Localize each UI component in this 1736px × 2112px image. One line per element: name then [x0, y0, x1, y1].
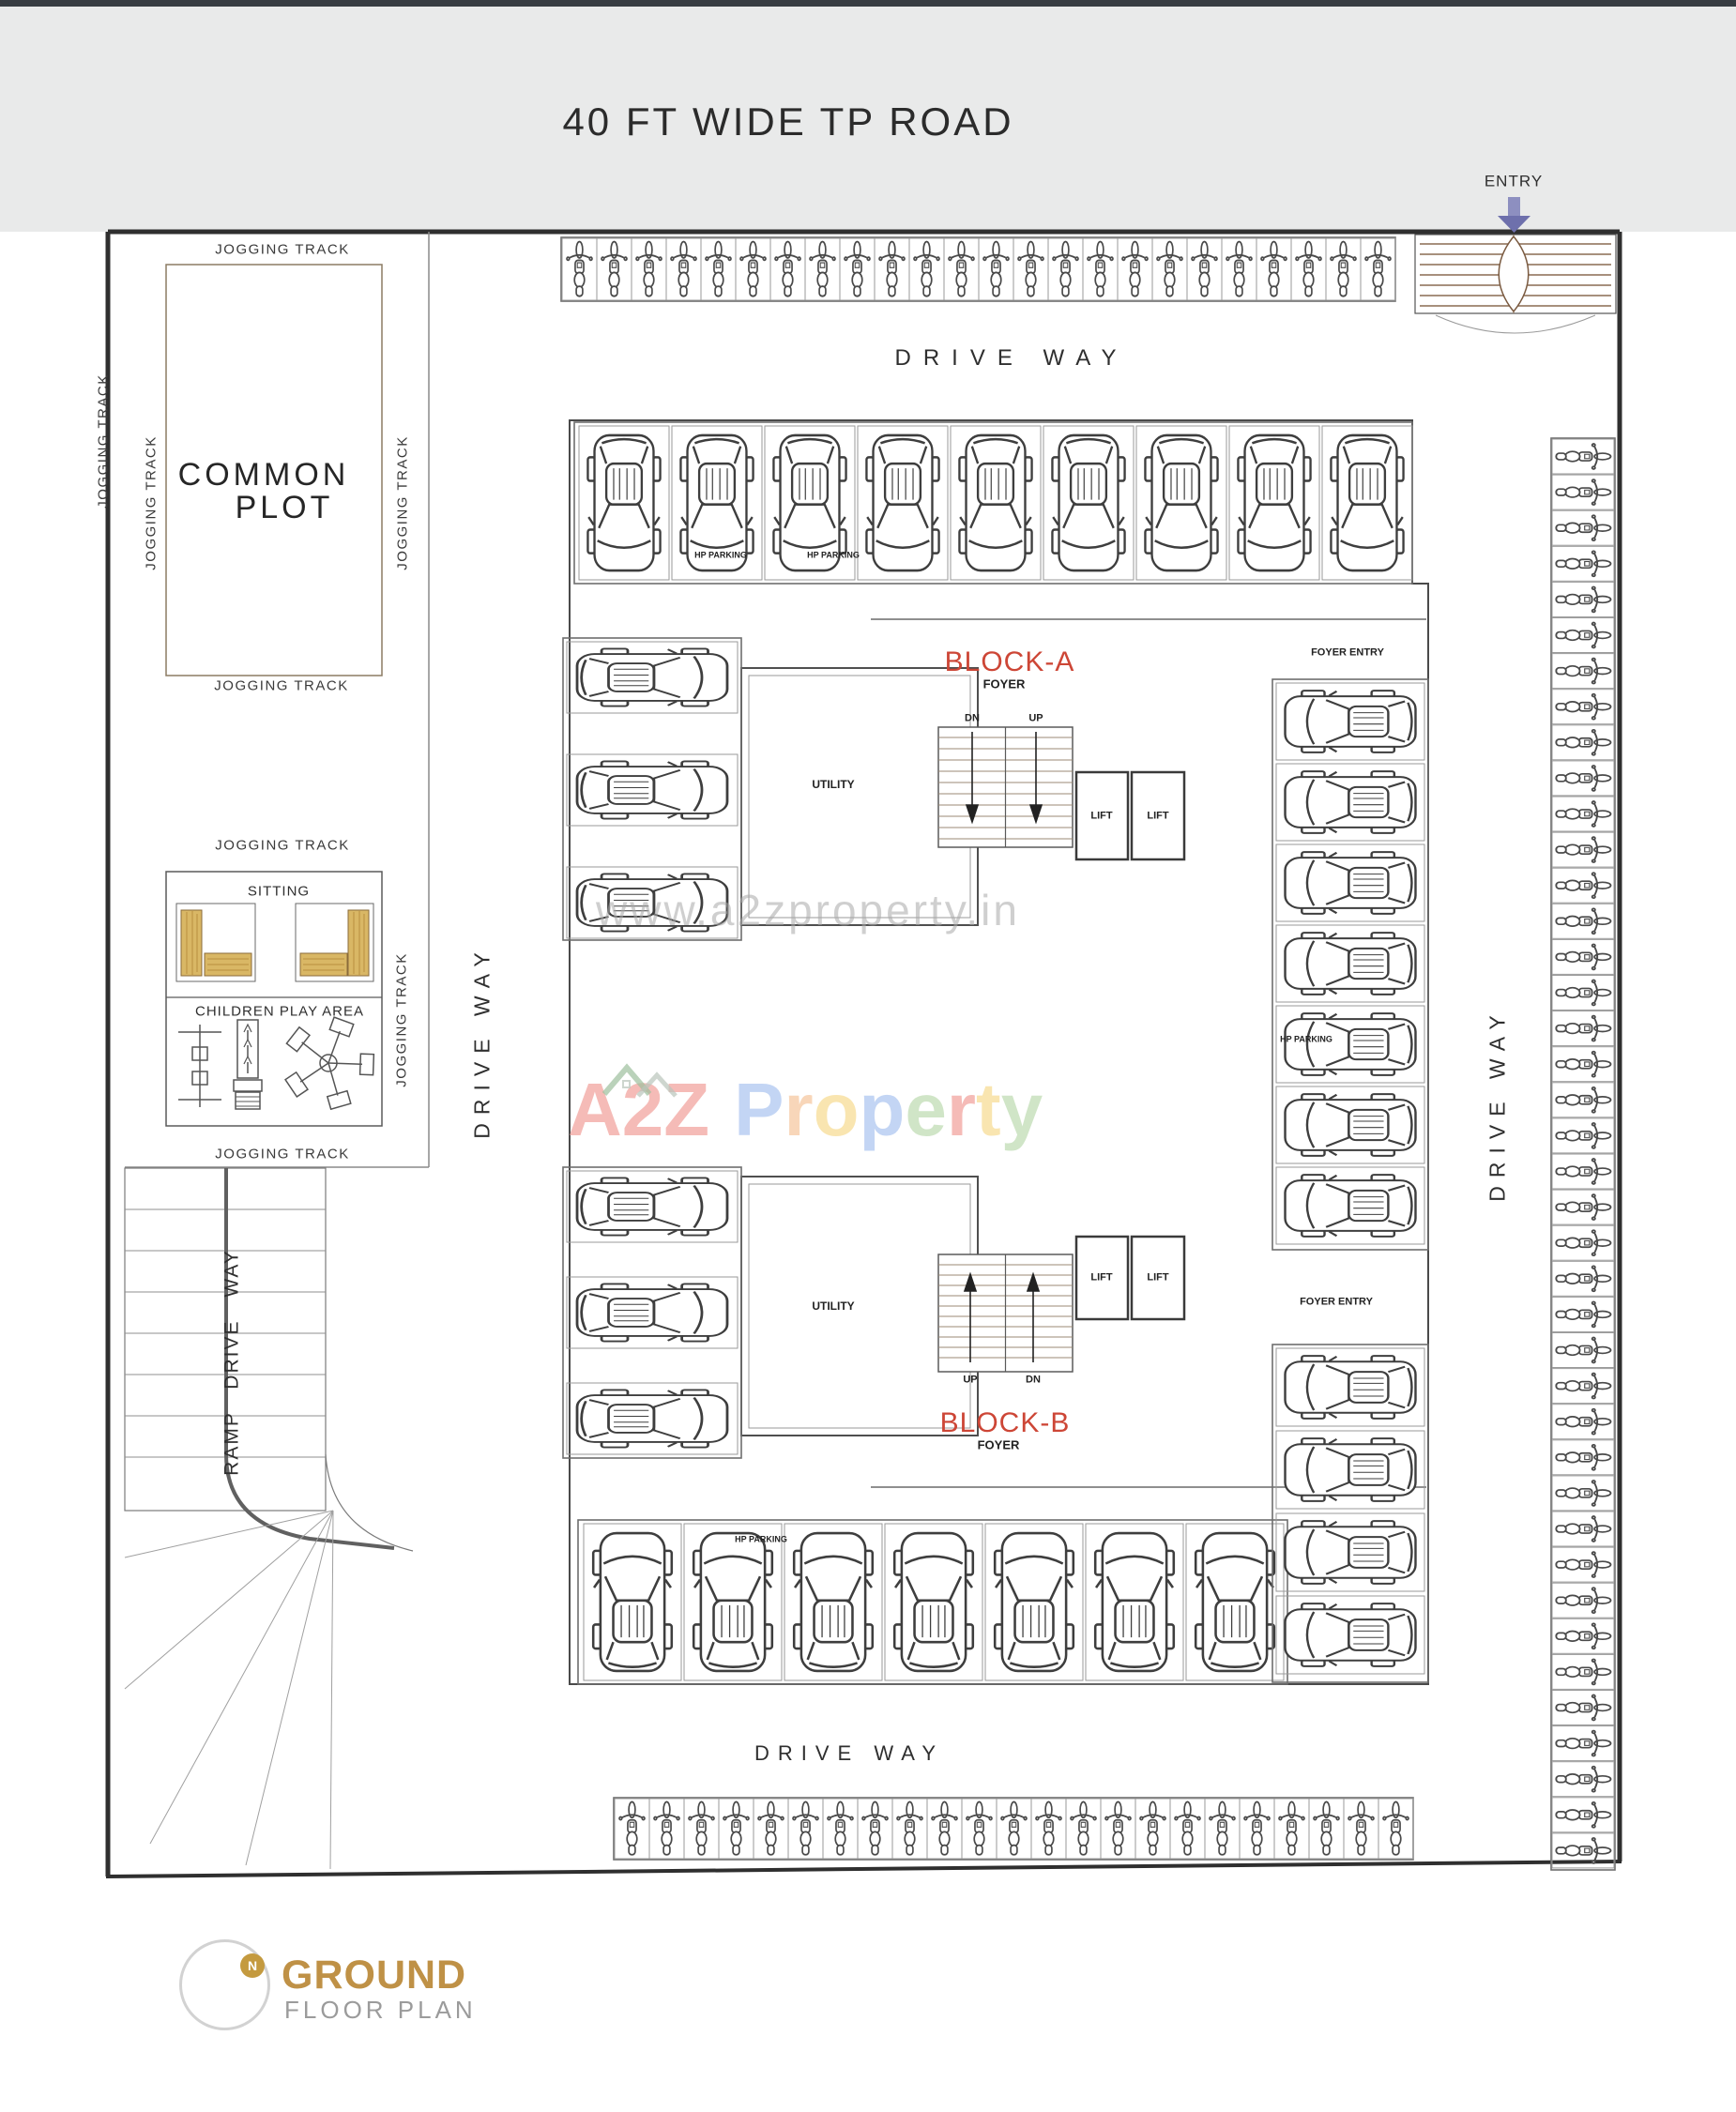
watermark-url: www.a2zproperty.in	[596, 886, 1020, 934]
stairs-b-up-label: UP	[963, 1374, 978, 1386]
building-perimeter	[569, 419, 1429, 1685]
utility-b-label: UTILITY	[812, 1299, 855, 1313]
ramp	[124, 1167, 414, 1870]
sitting-benches	[175, 903, 374, 982]
plan-subtitle: FLOOR PLAN	[284, 1996, 477, 2024]
entry-arrow-icon	[1498, 197, 1530, 233]
brand-letter: P	[734, 1068, 784, 1151]
brand-letter: Z	[663, 1068, 710, 1151]
top-dark-strip	[0, 0, 1736, 7]
brand-letter: r	[784, 1068, 814, 1151]
inner-fence	[125, 232, 430, 1168]
right-bike-column	[1550, 437, 1616, 1871]
north-badge: N	[240, 1953, 265, 1978]
bottom-car-row	[577, 1519, 1288, 1685]
sitting-label: SITTING	[247, 883, 311, 900]
gate-leaf-icon	[1498, 235, 1530, 313]
jogging-track-label-right-play: JOGGING TRACK	[393, 952, 410, 1087]
jogging-track-label-above-sitting: JOGGING TRACK	[215, 837, 350, 854]
brand-letter	[709, 1072, 734, 1147]
lifts	[1074, 770, 1186, 1321]
amenity-area	[165, 871, 383, 1127]
lift-a2-label: LIFT	[1147, 810, 1169, 822]
hp-parking-label-top-2: HP PARKING	[807, 550, 860, 560]
foyer-entry-b-label: FOYER ENTRY	[1300, 1296, 1373, 1308]
jogging-track-label-below-plot: JOGGING TRACK	[214, 677, 349, 694]
brand-letter: p	[859, 1068, 906, 1151]
children-play-equipment	[178, 1016, 375, 1111]
stairs-a-up-label: UP	[1028, 712, 1043, 724]
driveway-label-right: DRIVE WAY	[1485, 1007, 1510, 1202]
block-a-left-cars	[562, 637, 742, 941]
block-b-left-cars	[562, 1166, 742, 1459]
top-car-row	[573, 421, 1413, 585]
brand-letter: o	[813, 1068, 860, 1151]
common-plot-outline	[165, 264, 383, 676]
block-a-right-cars	[1272, 678, 1429, 1251]
foyer-b-label: FOYER	[977, 1437, 1020, 1452]
top-bike-row	[560, 236, 1396, 302]
north-circle	[179, 1939, 270, 2030]
lift-b2-label: LIFT	[1147, 1271, 1169, 1284]
utility-a-label: UTILITY	[812, 778, 855, 791]
block-b-right-cars	[1272, 1344, 1429, 1683]
plan-title: GROUND	[282, 1952, 467, 1998]
jogging-track-label-right-inner: JOGGING TRACK	[394, 435, 411, 570]
lift-a1-label: LIFT	[1090, 810, 1113, 822]
brand-letter: e	[905, 1068, 947, 1151]
driveway-label-bottom: DRIVE WAY	[754, 1741, 945, 1765]
hp-parking-label-right: HP PARKING	[1280, 1034, 1332, 1044]
entry-label: ENTRY	[1484, 172, 1544, 190]
children-play-area-label: CHILDREN PLAY AREA	[194, 1003, 365, 1020]
parking-layer	[560, 236, 1616, 1871]
jogging-track-label-below-play: JOGGING TRACK	[215, 1146, 350, 1162]
house-roof-icon	[602, 1063, 678, 1098]
hp-parking-label-top-1: HP PARKING	[694, 550, 747, 560]
foyer-entry-a-label: FOYER ENTRY	[1311, 646, 1384, 659]
tp-road-band	[0, 7, 1736, 232]
block-a-stairs	[937, 726, 1074, 848]
stair-arrows-b	[963, 1271, 1041, 1362]
common-plot-label-line1: COMMON	[177, 457, 350, 493]
brand-letter: t	[976, 1068, 1001, 1151]
hp-parking-label-bottom: HP PARKING	[735, 1534, 787, 1544]
bottom-bike-row	[613, 1797, 1414, 1861]
site-boundary	[105, 229, 1622, 1878]
stair-arrows-a	[965, 732, 1043, 825]
stairs-a-dn-label: DN	[965, 712, 980, 724]
road-title: 40 FT WIDE TP ROAD	[562, 99, 1014, 144]
lift-b1-label: LIFT	[1090, 1271, 1113, 1284]
foyer-a-label: FOYER	[982, 676, 1026, 691]
entry-gate	[1414, 234, 1617, 334]
brand-letter: y	[1000, 1068, 1043, 1151]
block-b-stairs	[937, 1254, 1074, 1373]
jogging-track-label-top: JOGGING TRACK	[215, 241, 350, 258]
block-b-label: BLOCK-B	[939, 1407, 1071, 1438]
ramp-fan-lines	[124, 1510, 334, 1870]
block-a-label: BLOCK-A	[944, 646, 1075, 677]
driveway-label-top: DRIVE WAY	[894, 345, 1129, 371]
jogging-track-label-left-outer: JOGGING TRACK	[95, 373, 112, 509]
ramp-driveway-label: RAMP DRIVE WAY	[221, 1249, 243, 1476]
jogging-track-label-left-inner: JOGGING TRACK	[143, 435, 160, 570]
brand-letter: r	[946, 1068, 977, 1151]
driveway-label-left: DRIVE WAY	[469, 944, 495, 1139]
common-plot-label-line2: PLOT	[235, 490, 334, 525]
stairs-b-dn-label: DN	[1026, 1374, 1041, 1386]
